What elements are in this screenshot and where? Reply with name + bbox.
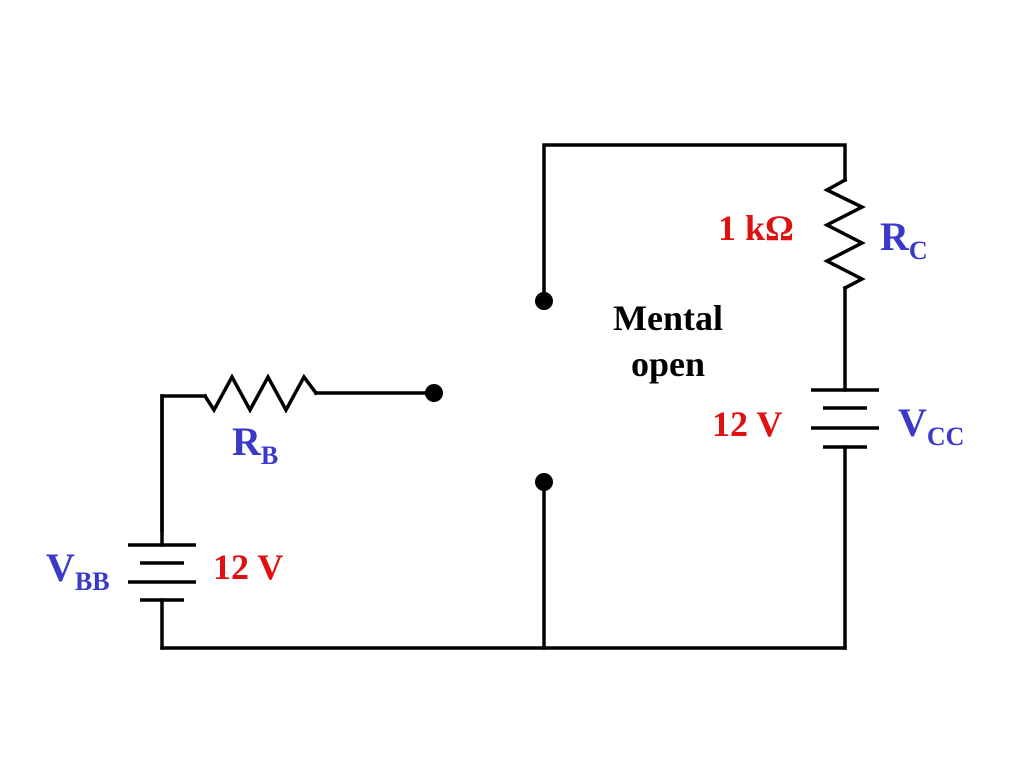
note-line-1: Mental: [613, 298, 723, 338]
collector-wire: [542, 143, 847, 303]
base-terminal-dot: [425, 384, 443, 402]
vbb-label: VBB: [46, 545, 110, 596]
resistor-rb-symbol: [202, 373, 319, 414]
resistor-rc-symbol: [823, 177, 866, 291]
rc-label: RC: [880, 214, 928, 265]
base-left-wire: [160, 394, 207, 532]
vcc-label: VCC: [898, 400, 964, 451]
battery-vbb-symbol: [128, 543, 196, 602]
rc-value-label: 1 kΩ: [718, 208, 794, 248]
battery-vcc-symbol: [811, 388, 879, 449]
emitter-terminal-dot: [535, 473, 553, 491]
collector-terminal-dot: [535, 292, 553, 310]
note-line-2: open: [631, 344, 705, 384]
rb-label: RB: [232, 419, 278, 470]
vcc-value-label: 12 V: [712, 404, 782, 444]
wires: [160, 143, 847, 650]
vbb-value-label: 12 V: [213, 547, 283, 587]
